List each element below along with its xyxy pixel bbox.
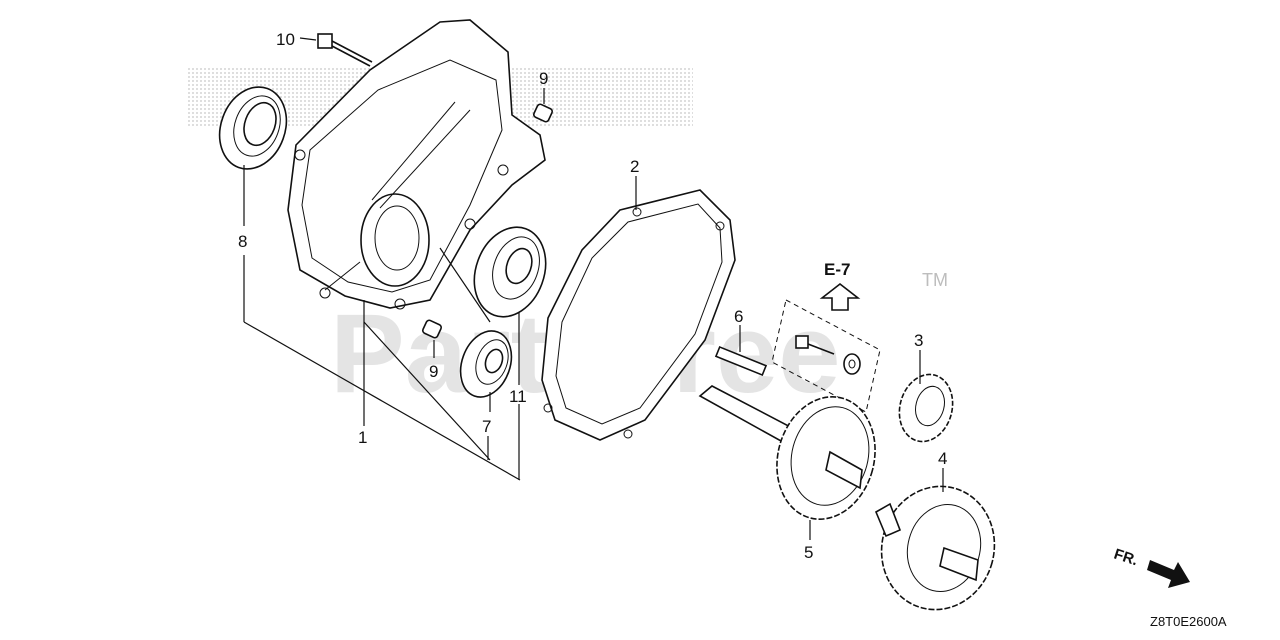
trademark-symbol: TM (922, 270, 948, 290)
part-8-oil-seal[interactable] (209, 78, 298, 179)
part-10-bolt[interactable] (317, 33, 373, 67)
part-9-dowel-pin-upper[interactable] (532, 103, 554, 123)
leader-lines (243, 37, 944, 540)
drawing-code: Z8T0E2600A (1150, 614, 1227, 629)
up-arrow-icon (819, 282, 861, 311)
callout-2: 2 (630, 157, 639, 176)
reference-e7-label: E-7 (824, 260, 850, 279)
callout-5: 5 (804, 543, 813, 562)
callout-3: 3 (914, 331, 923, 350)
part-6-key[interactable] (714, 345, 768, 377)
part-3-small-gear[interactable] (892, 368, 960, 447)
callout-7: 7 (482, 417, 491, 436)
forward-arrow-icon (1147, 560, 1190, 588)
part-4-large-gear[interactable] (868, 474, 1008, 623)
callout-11: 11 (509, 387, 527, 406)
direction-label: FR. (1112, 546, 1140, 570)
part-9-dowel-pin-lower[interactable] (421, 319, 443, 339)
callout-4: 4 (938, 449, 947, 468)
callout-8: 8 (238, 232, 247, 251)
part-7-bearing[interactable] (452, 324, 520, 404)
callout-10: 10 (276, 30, 295, 49)
part-5-shaft-gear[interactable] (698, 385, 888, 531)
part-1-gear-case[interactable] (287, 19, 546, 310)
reference-e7-box[interactable] (771, 299, 881, 413)
callout-9-lower: 9 (429, 362, 438, 381)
part-11-bearing[interactable] (462, 217, 557, 327)
callout-9-upper: 9 (539, 69, 548, 88)
callout-1: 1 (358, 428, 367, 447)
callout-6: 6 (734, 307, 743, 326)
part-2-gasket[interactable] (541, 189, 736, 441)
